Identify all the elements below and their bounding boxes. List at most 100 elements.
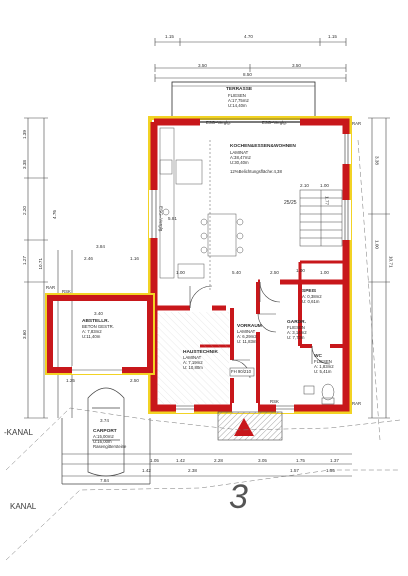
dim-100a: 1.00 (296, 268, 305, 273)
dim-top3: 8.50 (243, 72, 252, 77)
dimension-lines-top (154, 38, 347, 82)
wc-area: A: 1,83m2 (314, 364, 334, 369)
windows (151, 134, 349, 410)
dim-bottom-b-1: 1.42 (142, 468, 151, 473)
dim-bottom-b-2: 2.38 (188, 468, 197, 473)
entrance (217, 367, 283, 441)
stair-label: 25/25 (284, 200, 297, 206)
haustechnik-perimeter: U: 10,80m (183, 365, 203, 370)
utility-hatch (157, 312, 229, 404)
terrace-perimeter: U:14,40m (228, 103, 247, 108)
haustechnik-name: HAUSTECHNIK (183, 350, 218, 355)
sheet-number: 3 (229, 478, 248, 516)
dim-374: 3.74 (100, 418, 109, 423)
storage-perimeter: U:11,40m (82, 334, 101, 339)
dim-250: 2.50 (130, 378, 139, 383)
dim-top-2: 4.70 (244, 34, 253, 39)
haustechnik-floor: LAMINAT (183, 355, 202, 360)
dim-bottom-a-5: 1.75 (296, 458, 305, 463)
dim-mid-1: 1.00 (176, 270, 185, 275)
dim-top-1: 1.15 (165, 34, 174, 39)
haustechnik-area: A: 7,19m2 (183, 360, 203, 365)
dim-right-a-1: 3.38 (374, 156, 380, 165)
speis-name: SPEIS (302, 289, 317, 294)
kitchen-name: KOCHEN&ESSEN&WOHNEN (230, 144, 296, 149)
dim-784: 7.84 (100, 478, 109, 483)
kitchen-floor: LAMINAT (230, 150, 249, 155)
dim-246: 2.46 (84, 256, 93, 261)
carport-area: A:15,00m2 (93, 434, 114, 439)
dimension-lines-bottom (62, 453, 352, 477)
dim-right-a-2: 1.00 (374, 240, 380, 249)
speis-perimeter: U: 0,61m (302, 299, 320, 304)
dim-top2-2: 3.50 (292, 63, 301, 68)
wc-floor: FLIESEN (314, 359, 332, 364)
kitchen-area: A:38,47m2 (230, 155, 251, 160)
esg-right: ESG–Verglg. (262, 120, 287, 125)
dim-540: 5.40 (232, 270, 241, 275)
dimension-lines-right (368, 117, 390, 419)
carport-note: Rasengittersteine (93, 444, 127, 449)
dim-mid-2: 2.50 (270, 270, 279, 275)
door-swings (189, 281, 331, 379)
dim-left-a-2: 3.38 (22, 160, 27, 169)
kitchen-perimeter: U:30,40m (230, 160, 249, 165)
terrace-area: A:17,75m2 (228, 98, 249, 103)
garderobe-area: A: 3,14m2 (287, 330, 307, 335)
kitchen-furniture (159, 127, 244, 290)
wc-perimeter: U: 5,41m (314, 369, 332, 374)
dim-left-a-5: 3.60 (22, 330, 27, 339)
dim-kitchen-width: 5.81 (168, 216, 177, 221)
dim-top2-1: 3.50 (198, 63, 207, 68)
dim-left-a-1: 1.39 (22, 130, 27, 139)
rar-top: RAR (352, 121, 362, 126)
dim-mid-3: 1.00 (320, 270, 329, 275)
dim-top-3: 1.15 (328, 34, 337, 39)
dim-bottom-b-4: 1.55 (326, 468, 335, 473)
stair-sub: 1.77 (324, 196, 330, 205)
dim-116: 1.16 (130, 256, 139, 261)
dim-4-76: 4.76 (52, 210, 57, 219)
vorraum-name: VORRAUM (237, 324, 262, 329)
kanal-2: KANAL (10, 502, 37, 511)
storage-room (45, 293, 155, 375)
dim-right-b: 10.71 (388, 256, 394, 268)
carport-name: CARPORT (93, 429, 117, 434)
kanal-1: -KANAL (4, 428, 33, 437)
dim-left-b: 10.71 (38, 258, 43, 270)
terrace-name: TERRASSE (226, 87, 253, 92)
esg-left: ESG–Verglg. (206, 120, 231, 125)
terrace-floor: FLIESEN (228, 93, 246, 98)
vorraum-area: A: 6,29m2 (237, 334, 257, 339)
dim-384: 3.84 (96, 244, 105, 249)
carport-perimeter: U:16,00m (93, 439, 112, 444)
rar-bottom: RAR (352, 401, 362, 406)
dimension-lines-left (24, 117, 73, 419)
dim-bottom-b-3: 1.57 (290, 468, 299, 473)
storage-name: ABSTELLR. (82, 319, 109, 324)
staircase (299, 189, 343, 247)
wc-fixtures (303, 383, 335, 405)
dim-125a: 1.25 (66, 378, 75, 383)
vorraum-floor: LAMINAT (237, 329, 256, 334)
dim-bottom-a-3: 2.28 (214, 458, 223, 463)
rsk-left: RSK (62, 289, 71, 294)
dim-340: 3.40 (94, 311, 103, 316)
kitchen-note: 12%Belichtungsfläche:4,38 (230, 169, 282, 174)
dim-left-a-3: 2.20 (22, 206, 27, 215)
carport (61, 387, 151, 485)
garderobe-perimeter: U: 7,73m (287, 335, 305, 340)
garderobe-name: GARDR. (287, 320, 306, 325)
wc-name: WC (314, 354, 322, 359)
dim-1-00b: 1.00 (320, 183, 329, 188)
dim-bottom-a-1: 1.05 (150, 458, 159, 463)
storage-area: A: 7,83m2 (82, 329, 102, 334)
dim-bottom-a-2: 1.42 (176, 458, 185, 463)
garderobe-floor: FLIESEN (287, 325, 305, 330)
rar-left: RAR (46, 285, 56, 290)
fh-door-label: FH 90/210 (231, 369, 252, 374)
dim-bottom-a-6: 1.37 (330, 458, 339, 463)
dim-bottom-a-4: 3.05 (258, 458, 267, 463)
site-lines (5, 139, 401, 561)
